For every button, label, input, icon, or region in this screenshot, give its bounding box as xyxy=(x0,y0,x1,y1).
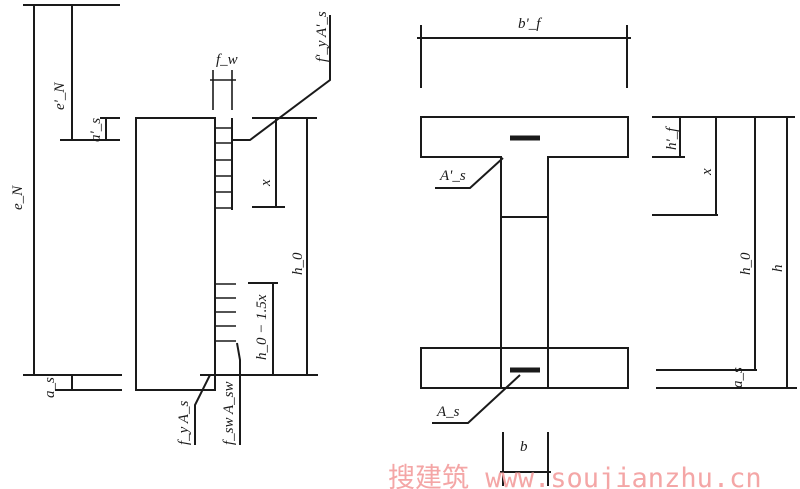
label-As: A_s xyxy=(436,404,460,420)
label-h: h xyxy=(770,265,786,273)
compression-stress-block xyxy=(215,118,233,210)
tension-stirrup-forces xyxy=(215,283,236,342)
label-x-left: x xyxy=(258,179,274,187)
label-b: b xyxy=(520,439,528,455)
leader-fy-As xyxy=(194,374,211,445)
label-fw: f_w xyxy=(216,52,238,68)
label-x-right: x xyxy=(699,168,715,176)
label-fy-As: f_y A_s xyxy=(176,401,192,445)
label-as-prime: a'_s xyxy=(88,118,104,142)
leader-As xyxy=(432,374,521,424)
column-section xyxy=(135,117,216,391)
label-h0-right: h_0 xyxy=(738,252,754,275)
label-eN-prime: e'_N xyxy=(52,82,68,110)
leader-As-prime xyxy=(435,157,504,189)
right-diagram: b'_f A'_s A_s b xyxy=(417,16,797,486)
i-section xyxy=(420,116,629,389)
label-fsw-Asw: f_sw A_sw xyxy=(221,382,237,446)
label-h0-left: h_0 xyxy=(290,252,306,275)
left-diagram: e_N e'_N a'_s a_s f_w f'_y A'_s x xyxy=(10,4,331,446)
b-dimension xyxy=(500,432,551,486)
height-dimensions xyxy=(652,116,797,389)
leader-fsw-Asw xyxy=(236,342,241,445)
bf-prime-dimension xyxy=(417,25,631,88)
leader-fy-As-prime xyxy=(232,15,331,141)
label-hf-prime: h'_f xyxy=(664,126,680,150)
fw-dimension xyxy=(210,70,236,110)
compression-zone-hatched xyxy=(420,116,629,218)
watermark: 搜建筑 www.soujianzhu.cn xyxy=(388,463,762,489)
label-As-prime: A'_s xyxy=(439,168,466,184)
label-fy-As-prime: f'_y A'_s xyxy=(314,11,330,62)
label-h0-minus-1.5x: h_0 − 1.5x xyxy=(254,294,270,360)
label-eN: e_N xyxy=(10,185,26,210)
label-bf-prime: b'_f xyxy=(518,16,542,32)
label-as-left: a_s xyxy=(42,377,58,398)
bottom-flange xyxy=(420,347,629,389)
h0-minus-dimension xyxy=(200,282,318,376)
eccentricity-dimensions xyxy=(23,4,122,391)
label-as-right: a_s xyxy=(730,367,746,388)
